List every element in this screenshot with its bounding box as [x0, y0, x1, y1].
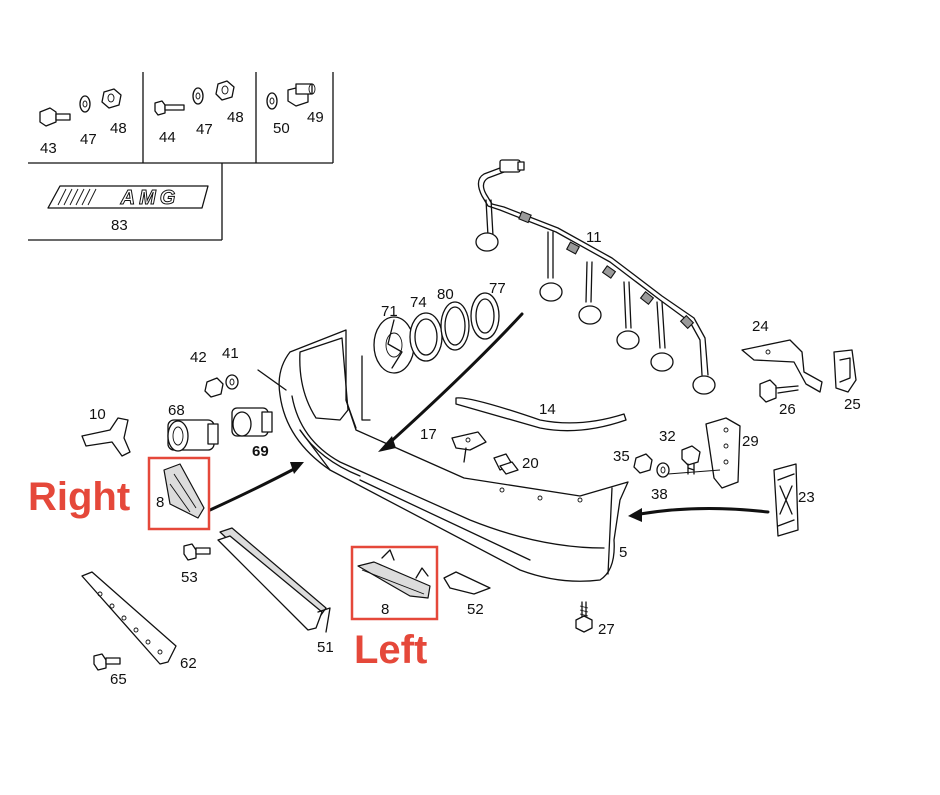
bracket-17	[451, 431, 487, 463]
amg-badge: AMG	[47, 185, 209, 210]
label-52: 52	[467, 601, 484, 618]
label-14: 14	[539, 401, 556, 418]
sensor-ring-74	[409, 312, 443, 362]
label-71: 71	[381, 303, 398, 320]
reflector-8-right	[163, 463, 205, 519]
label-68: 68	[168, 402, 185, 419]
nut-42	[204, 377, 224, 398]
label-20: 20	[522, 455, 539, 472]
bolt-32	[681, 445, 701, 475]
label-83: 83	[111, 217, 128, 234]
bolt-43	[39, 107, 71, 127]
washer-41	[225, 374, 239, 390]
label-51: 51	[317, 639, 334, 656]
annotation-left: Left	[354, 628, 427, 672]
label-49: 49	[307, 109, 324, 126]
label-24: 24	[752, 318, 769, 335]
trim-strip-14	[455, 397, 627, 432]
fog-lamp-69	[231, 407, 273, 437]
bumper-cover-5	[257, 329, 629, 582]
label-53: 53	[181, 569, 198, 586]
plate-bracket-51	[217, 527, 331, 633]
label-41: 41	[222, 345, 239, 362]
label-80: 80	[437, 286, 454, 303]
label-50: 50	[273, 120, 290, 137]
label-25: 25	[844, 396, 861, 413]
bracket-29	[705, 417, 741, 489]
bolt-53	[183, 543, 211, 561]
label-48-b: 48	[227, 109, 244, 126]
screw-26	[759, 379, 799, 403]
label-44: 44	[159, 129, 176, 146]
label-47: 47	[80, 131, 97, 148]
clip-25	[833, 349, 857, 393]
label-42: 42	[190, 349, 207, 366]
bolt-65	[93, 653, 121, 671]
nut-35	[633, 453, 653, 474]
label-29: 29	[742, 433, 759, 450]
trim-piece-52	[443, 571, 491, 595]
label-10: 10	[89, 406, 106, 423]
washer-38	[656, 462, 670, 478]
nut-48	[101, 88, 122, 109]
label-32: 32	[659, 428, 676, 445]
label-69: 69	[252, 443, 269, 460]
label-5: 5	[619, 544, 627, 561]
label-8-left: 8	[381, 601, 389, 618]
label-65: 65	[110, 671, 127, 688]
label-11: 11	[586, 229, 602, 246]
clip-20	[493, 453, 519, 475]
label-26: 26	[779, 401, 796, 418]
bracket-24	[741, 339, 823, 393]
washer-47b	[192, 87, 204, 105]
label-43: 43	[40, 140, 57, 157]
label-38: 38	[651, 486, 668, 503]
sensor-ring-80	[440, 301, 470, 351]
label-35: 35	[613, 448, 630, 465]
nut-48b	[215, 80, 235, 101]
wiring-harness-11	[475, 159, 716, 395]
right-highlight-box	[147, 456, 211, 531]
amg-badge-text: AMG	[120, 187, 180, 209]
annotation-right: Right	[28, 475, 130, 519]
label-27: 27	[598, 621, 615, 638]
label-8-right: 8	[156, 494, 164, 511]
nut-49	[287, 83, 316, 107]
label-47-b: 47	[196, 121, 213, 138]
washer-47	[79, 95, 91, 113]
label-23: 23	[798, 489, 815, 506]
left-highlight-box	[350, 545, 439, 621]
license-plate-62	[81, 571, 177, 665]
sensor-ring-77	[470, 292, 500, 340]
sensor-mount-71	[373, 316, 415, 374]
washer-50	[266, 92, 278, 110]
bracket-10	[81, 417, 131, 457]
fastener-table: 43 47 48 44 47 48 50 49 AMG 83	[28, 72, 334, 241]
label-77: 77	[489, 280, 506, 297]
assembly-arrows	[208, 312, 770, 522]
mount-23	[773, 463, 799, 537]
label-62: 62	[180, 655, 197, 672]
label-74: 74	[410, 294, 427, 311]
bolt-44	[154, 100, 185, 116]
reflector-8-left	[357, 549, 431, 599]
screw-27	[575, 601, 593, 633]
label-48: 48	[110, 120, 127, 137]
fog-lamp-68	[167, 419, 219, 452]
label-17: 17	[420, 426, 437, 443]
